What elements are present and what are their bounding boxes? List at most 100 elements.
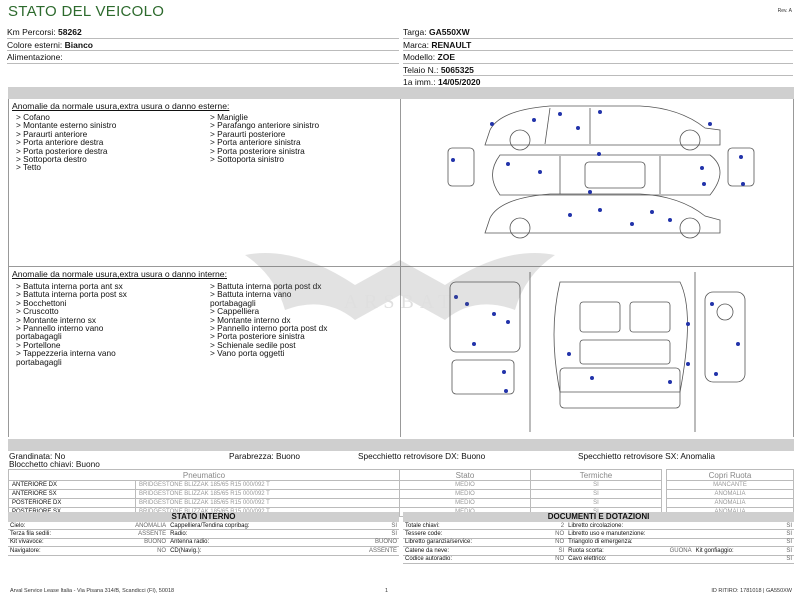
damage-pin bbox=[567, 352, 571, 356]
section-band bbox=[8, 87, 794, 99]
parabrezza: Parabrezza: Buono bbox=[229, 451, 301, 461]
damage-pin bbox=[702, 182, 706, 186]
footer-address: Arval Service Lease Italia - Via Pisana … bbox=[10, 588, 175, 594]
damage-pin bbox=[598, 110, 602, 114]
table-row: Catene da neve: SI Ruota scorta: GUONA K… bbox=[403, 546, 794, 556]
damage-pin bbox=[576, 126, 580, 130]
tyre-termiche: SI bbox=[530, 480, 662, 490]
field-value: RENAULT bbox=[431, 39, 472, 50]
item-label: Triangolo di emergenza: bbox=[566, 538, 776, 548]
tyres-header-row: Pneumatico Stato Termiche bbox=[8, 469, 662, 481]
footer-page-number: 1 bbox=[385, 588, 389, 594]
damage-divider bbox=[400, 99, 401, 437]
table-row: Tessere code: NO Libretto uso e manutenz… bbox=[403, 529, 794, 539]
front-view-outline bbox=[447, 147, 475, 187]
item-value: SI bbox=[775, 538, 794, 548]
field-label: Marca: bbox=[403, 39, 429, 50]
tyres-header-termiche: Termiche bbox=[530, 469, 662, 481]
stato-interno-title: STATO INTERNO bbox=[8, 512, 399, 522]
table-row: Codice autoradio: NO Cavo elettrico: SI bbox=[403, 555, 794, 564]
item-label: Libretto uso e manutenzione: bbox=[566, 529, 776, 539]
damage-pin bbox=[700, 166, 704, 170]
damage-pin bbox=[451, 158, 455, 162]
damage-pin bbox=[506, 320, 510, 324]
documenti-title: DOCUMENTI E DOTAZIONI bbox=[403, 512, 794, 522]
specchietto-sx: Specchietto retrovisore SX: Anomalia bbox=[578, 451, 715, 461]
item-value: SI bbox=[775, 522, 794, 531]
damage-pin bbox=[668, 218, 672, 222]
item-label: Antenna radio: bbox=[168, 538, 335, 548]
table-row: Kit vivavoce: BUONO Antenna radio: BUONO bbox=[8, 538, 399, 548]
hubcap-status: ANOMALIA bbox=[666, 489, 794, 499]
item-value: NO bbox=[540, 529, 567, 539]
table-row: Navigatore: NO CD(Navig.): ASSENTE bbox=[8, 546, 399, 556]
item-value: 2 bbox=[540, 522, 567, 531]
damage-pin bbox=[598, 208, 602, 212]
item-value: SI bbox=[334, 522, 399, 531]
top-view-outline bbox=[492, 154, 721, 196]
damage-pin bbox=[504, 389, 508, 393]
vehicle-info-left: Km Percorsi: 58262 Colore esterni: Bianc… bbox=[7, 26, 399, 64]
damage-pin bbox=[736, 342, 740, 346]
field-label: Colore esterni: bbox=[7, 39, 63, 50]
tyres-header-pneumatico: Pneumatico bbox=[8, 469, 400, 481]
internal-damage-title: Anomalie da normale usura,extra usura o … bbox=[12, 269, 227, 279]
item-value: NO bbox=[540, 555, 567, 564]
tyre-stato: MEDIO bbox=[399, 498, 531, 508]
watermark-logo: ARSBAT bbox=[245, 253, 555, 320]
field-value: 58262 bbox=[58, 27, 82, 37]
stato-interno-section: STATO INTERNO Cielo: ANOMALIA Cappellier… bbox=[8, 512, 399, 556]
tyre-stato: MEDIO bbox=[399, 489, 531, 499]
damage-pin bbox=[630, 222, 634, 226]
table-row: Libretto garanzia/service: NO Triangolo … bbox=[403, 538, 794, 548]
table-row: Cielo: ANOMALIA Cappelliera/Tendina copr… bbox=[8, 522, 399, 531]
item-label: Kit vivavoce: bbox=[8, 538, 99, 548]
tyre-description: BRIDGESTONE BLIZZAK 185/65 R15 000/092 T bbox=[135, 498, 400, 508]
field-label: Km Percorsi: bbox=[7, 27, 56, 37]
damage-pin bbox=[465, 302, 469, 306]
damage-pin bbox=[668, 380, 672, 384]
damage-pin bbox=[588, 190, 592, 194]
damage-pin bbox=[710, 302, 714, 306]
interior-door-view bbox=[449, 281, 521, 353]
tyre-termiche: SI bbox=[530, 498, 662, 508]
damage-pin bbox=[741, 182, 745, 186]
stato-interno-table: Cielo: ANOMALIA Cappelliera/Tendina copr… bbox=[8, 522, 399, 556]
item-label: Navigatore: bbox=[8, 546, 99, 556]
tyre-position: ANTERIORE SX bbox=[8, 489, 136, 499]
damage-pin bbox=[686, 362, 690, 366]
field-value: ZOE bbox=[437, 52, 455, 62]
damage-pin bbox=[454, 295, 458, 299]
item-value: SI bbox=[334, 529, 399, 539]
blocchetto-chiavi: Blocchetto chiavi: Buono bbox=[9, 459, 100, 469]
field-label: 1a imm.: bbox=[403, 77, 436, 87]
tyres-table: Pneumatico Stato Termiche ANTERIORE DX B… bbox=[8, 469, 662, 517]
damage-pin bbox=[650, 210, 654, 214]
item-label: Codice autoradio: bbox=[403, 555, 541, 564]
item-value: SI bbox=[775, 529, 794, 539]
damage-pin bbox=[714, 372, 718, 376]
table-row: ANTERIORE SX BRIDGESTONE BLIZZAK 185/65 … bbox=[8, 489, 662, 499]
side-view-bottom-outline bbox=[484, 193, 721, 234]
side-view-top-outline bbox=[484, 105, 721, 146]
item-value: ANOMALIA bbox=[98, 522, 169, 531]
item-value: ASSENTE bbox=[98, 529, 169, 539]
documenti-table: Totale chiavi: 2 Libretto circolazione: … bbox=[403, 522, 794, 564]
external-damage-list-1: > Cofano > Montante esterno sinistro > P… bbox=[16, 112, 117, 173]
damage-pin bbox=[532, 118, 536, 122]
damage-pin bbox=[506, 162, 510, 166]
item-label: Tessere code: bbox=[403, 529, 541, 539]
table-row: ANTERIORE DX BRIDGESTONE BLIZZAK 185/65 … bbox=[8, 480, 662, 490]
damage-pin bbox=[502, 370, 506, 374]
item-value: SI bbox=[775, 555, 794, 564]
hubcap-table: Copri Ruota MANCANTE ANOMALIA ANOMALIA A… bbox=[666, 469, 794, 517]
item-label: Cielo: bbox=[8, 522, 99, 531]
field-label: Targa: bbox=[403, 27, 427, 37]
item-label: Libretto circolazione: bbox=[566, 522, 776, 531]
field-modello: Modello: ZOE bbox=[403, 51, 793, 64]
field-alimentazione: Alimentazione: bbox=[7, 51, 399, 64]
item-value: SI bbox=[540, 546, 567, 556]
tyre-position: ANTERIORE DX bbox=[8, 480, 136, 490]
tyre-position: POSTERIORE DX bbox=[8, 498, 136, 508]
tyre-description: BRIDGESTONE BLIZZAK 185/65 R15 000/092 T bbox=[135, 480, 400, 490]
